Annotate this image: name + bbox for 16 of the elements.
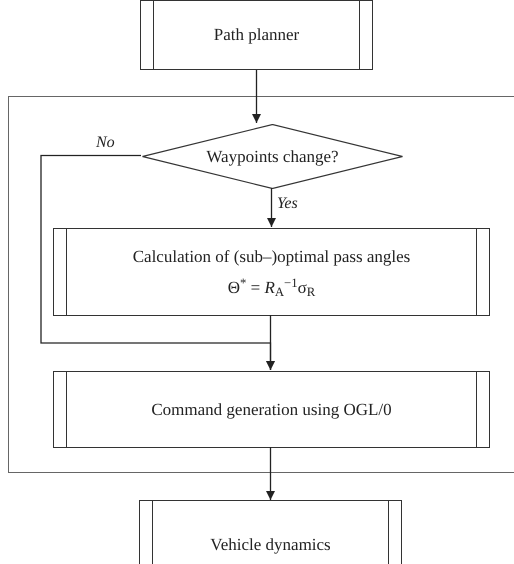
node-text: Vehicle dynamics bbox=[210, 534, 331, 556]
group-frame bbox=[8, 96, 514, 473]
decision-diamond bbox=[142, 124, 403, 189]
node-text: Path planner bbox=[214, 24, 300, 46]
arrow bbox=[267, 188, 276, 227]
process-box bbox=[53, 371, 490, 448]
node-text: Calculation of (sub–)optimal pass angles bbox=[132, 246, 410, 268]
node-text: Waypoints change? bbox=[206, 146, 339, 168]
arrow bbox=[252, 70, 261, 123]
process-box bbox=[139, 500, 402, 564]
arrow bbox=[266, 447, 275, 500]
process-box bbox=[140, 0, 373, 70]
formula-text: Θ$^{*}$ = R$_{A}$$^{−1}$σ$_{R}$ bbox=[228, 276, 316, 300]
process-box bbox=[53, 228, 490, 316]
node-text: Command generation using OGL/0 bbox=[151, 398, 392, 421]
arrow bbox=[266, 315, 275, 370]
